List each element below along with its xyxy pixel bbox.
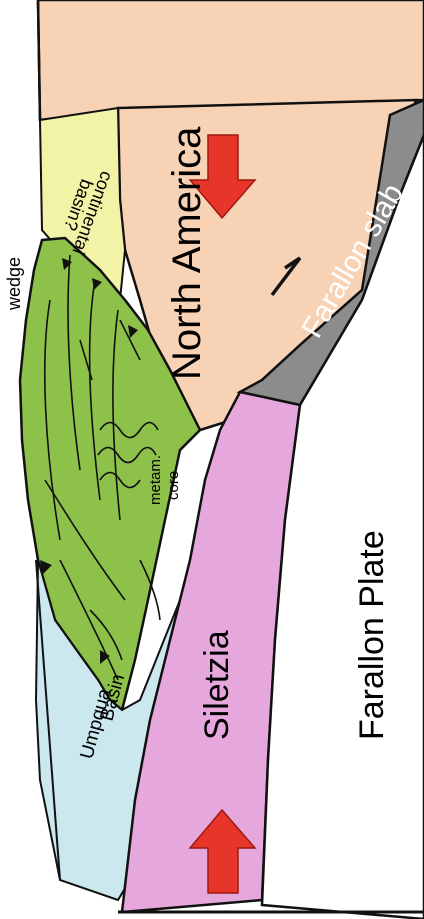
north-america-label: North America <box>165 126 209 380</box>
metam-label-line2: core <box>165 471 182 500</box>
siletzia-label: Siletzia <box>198 630 236 740</box>
metam-label-line1: metam. <box>147 455 164 505</box>
wedge-label: wedge <box>4 257 24 311</box>
farallon-plate-label: Farallon Plate <box>353 530 391 740</box>
